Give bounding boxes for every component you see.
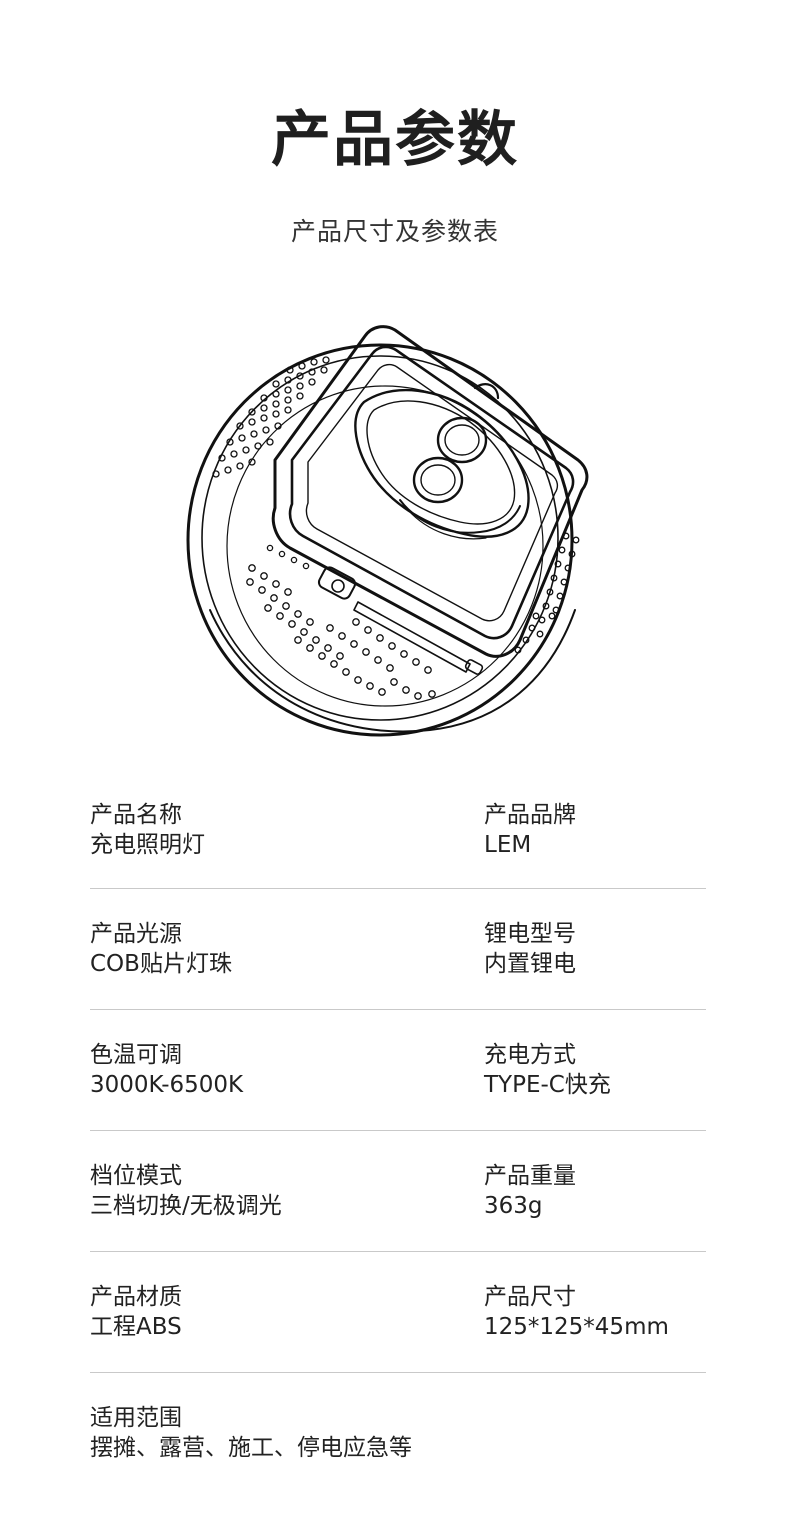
spec-value: LEM (484, 832, 532, 858)
spec-value: COB贴片灯珠 (90, 951, 232, 977)
spec-cell: 产品品牌 LEM (484, 800, 784, 860)
spec-label: 色温可调 (90, 1042, 182, 1068)
spec-label: 档位模式 (90, 1163, 182, 1189)
spec-value: 363g (484, 1193, 543, 1219)
spec-value: 三档切换/无极调光 (90, 1193, 282, 1219)
spec-value: 125*125*45mm (484, 1314, 669, 1340)
spec-row: 产品材质 工程ABS 产品尺寸 125*125*45mm (90, 1252, 706, 1373)
spec-cell: 产品名称 充电照明灯 (90, 800, 390, 860)
spec-value: 工程ABS (90, 1314, 182, 1340)
spec-label: 产品品牌 (484, 802, 576, 828)
spec-label: 产品名称 (90, 802, 182, 828)
spec-label: 产品光源 (90, 921, 182, 947)
spec-value: 充电照明灯 (90, 832, 205, 858)
spec-cell: 适用范围 摆摊、露营、施工、停电应急等 (90, 1403, 412, 1463)
spec-label: 锂电型号 (484, 921, 576, 947)
spec-label: 适用范围 (90, 1405, 182, 1431)
page-subtitle: 产品尺寸及参数表 (290, 217, 499, 246)
spec-row: 色温可调 3000K-6500K 充电方式 TYPE-C快充 (90, 1010, 706, 1131)
spec-label: 产品材质 (90, 1284, 182, 1310)
spec-cell: 档位模式 三档切换/无极调光 (90, 1161, 390, 1221)
spec-value: 内置锂电 (484, 951, 576, 977)
spec-cell: 产品尺寸 125*125*45mm (484, 1282, 784, 1342)
spec-label: 充电方式 (484, 1042, 576, 1068)
spec-value: 摆摊、露营、施工、停电应急等 (90, 1435, 412, 1461)
spec-label: 产品尺寸 (484, 1284, 576, 1310)
spec-cell: 充电方式 TYPE-C快充 (484, 1040, 784, 1100)
spec-row: 档位模式 三档切换/无极调光 产品重量 363g (90, 1131, 706, 1252)
spec-cell: 色温可调 3000K-6500K (90, 1040, 390, 1100)
spec-row: 产品光源 COB贴片灯珠 锂电型号 内置锂电 (90, 889, 706, 1010)
spec-table: 产品名称 充电照明灯 产品品牌 LEM 产品光源 COB贴片灯珠 锂电型号 内置… (90, 800, 706, 1493)
spec-cell: 产品材质 工程ABS (90, 1282, 390, 1342)
spec-value: 3000K-6500K (90, 1072, 244, 1098)
spec-cell: 产品重量 363g (484, 1161, 784, 1221)
spec-value: TYPE-C快充 (484, 1072, 611, 1098)
spec-label: 产品重量 (484, 1163, 576, 1189)
spec-row: 适用范围 摆摊、露营、施工、停电应急等 (90, 1373, 706, 1493)
product-line-drawing-icon (186, 325, 589, 737)
spec-cell: 锂电型号 内置锂电 (484, 919, 784, 979)
spec-row: 产品名称 充电照明灯 产品品牌 LEM (90, 800, 706, 889)
spec-cell: 产品光源 COB贴片灯珠 (90, 919, 390, 979)
page-title: 产品参数 (271, 105, 519, 175)
